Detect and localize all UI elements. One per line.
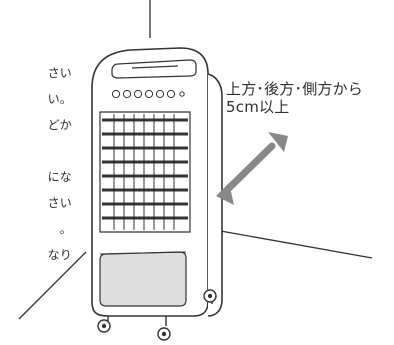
air-cooler-appliance [91,47,223,341]
caster-wheels [97,289,217,341]
clearance-caption: 上方･後方･側方から 5cm以上 [226,80,394,116]
paragraph-line-3: どか [47,118,72,132]
paragraph-line-8: なり [47,248,72,262]
control-panel [111,89,185,99]
louver-grille [102,114,188,230]
paragraph-line-2: い。 [47,92,72,106]
left-paragraph-fragment: さい い。 どか にな さい 。 なり [0,0,72,345]
clearance-caption-line-2: 5cm以上 [226,98,290,116]
paragraph-line-7: 。 [59,222,72,236]
clearance-caption-line-1: 上方･後方･側方から [226,80,364,98]
paragraph-line-5: にな [47,170,72,184]
clearance-arrow [216,132,288,205]
paragraph-line-6: さい [47,196,72,210]
paragraph-line-1: さい [47,66,72,80]
